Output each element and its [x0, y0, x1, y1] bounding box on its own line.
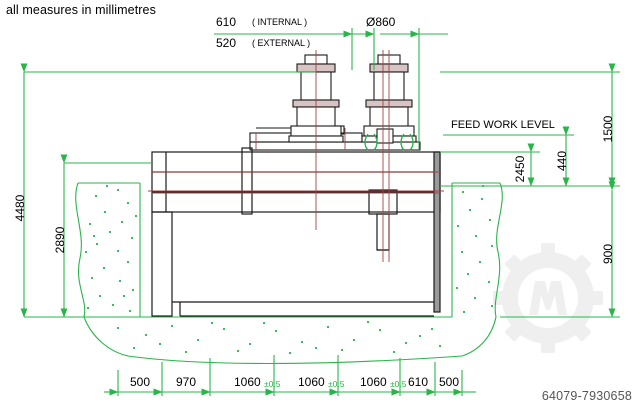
dim-bottom-500-left: 500 — [130, 375, 150, 389]
dim-bay-2-tol: ±0.5 — [328, 379, 345, 389]
left-dimensions: 4480 2890 — [13, 63, 316, 318]
internal-value: 610 — [216, 15, 236, 29]
dim-bottom-500-right: 500 — [439, 375, 459, 389]
dim-bay-1-tol: ±0.5 — [264, 379, 281, 389]
drawing-id-code: 64079-7930658 — [541, 389, 632, 403]
dim-2890: 2890 — [53, 226, 67, 253]
machine-body — [151, 147, 441, 317]
gear-watermark — [493, 243, 603, 353]
dim-bottom-610: 610 — [408, 375, 428, 389]
feed-work-level-label: FEED WORK LEVEL — [451, 119, 555, 131]
right-dimensions: 1500 900 440 2450 FEED WORK LEVEL — [440, 63, 620, 318]
diameter-label: Ø860 — [366, 15, 396, 29]
dim-900: 440 — [555, 151, 569, 171]
green-fixture-marks — [364, 133, 414, 151]
centerlines — [148, 50, 444, 262]
bottom-dimension-chain: 500 970 1060 ±0.5 1060 ±0.5 1060 ±0.5 61… — [104, 355, 476, 396]
dim-4480: 4480 — [13, 194, 27, 221]
external-label: ( EXTERNAL ) — [252, 38, 310, 48]
external-value: 520 — [216, 36, 236, 50]
dim-bay-3-tol: ±0.5 — [390, 379, 407, 389]
dim-bay-3: 1060 — [360, 375, 387, 389]
soil-hatch-region — [75, 182, 503, 365]
dim-2450: 900 — [601, 244, 615, 264]
dim-bay-1: 1060 — [234, 375, 261, 389]
internal-label: ( INTERNAL ) — [252, 17, 307, 27]
dim-440: 2450 — [513, 155, 527, 182]
units-note: all measures in millimetres — [6, 3, 156, 17]
top-dimensions: 610 ( INTERNAL ) 520 ( EXTERNAL ) Ø860 — [214, 15, 448, 150]
dim-bay-2: 1060 — [298, 375, 325, 389]
dim-1500: 1500 — [601, 115, 615, 142]
dim-bottom-970: 970 — [176, 375, 196, 389]
